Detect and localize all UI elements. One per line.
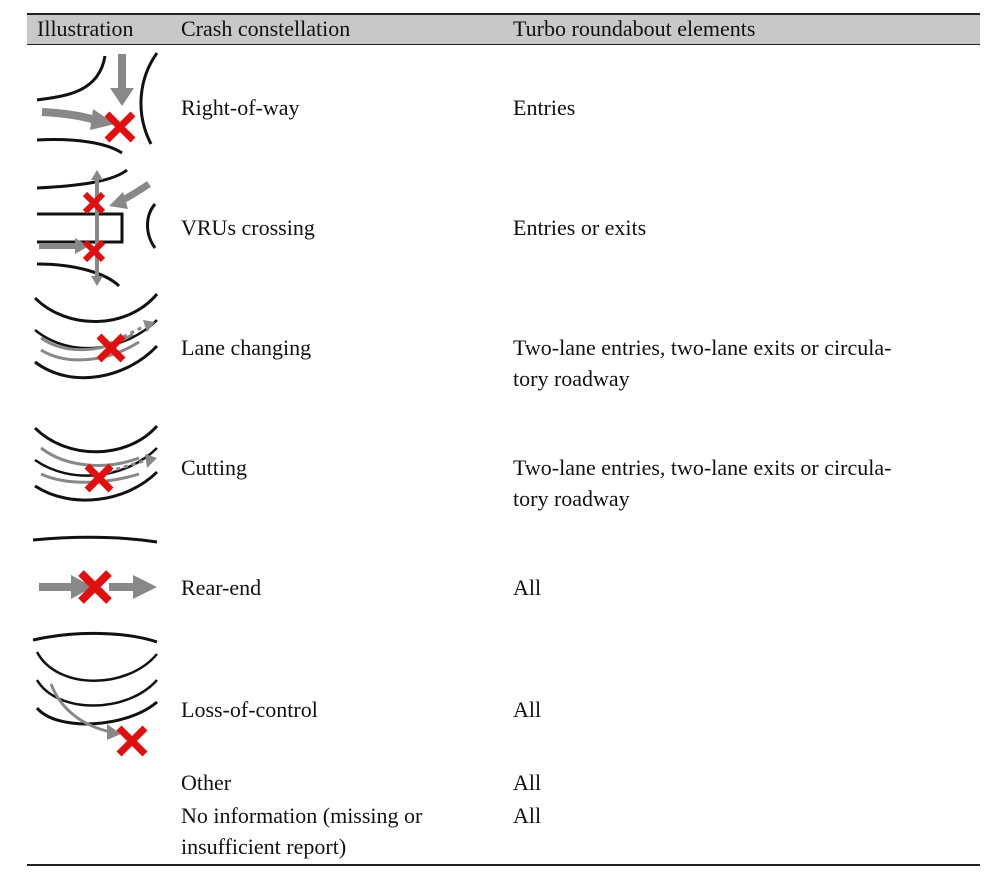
crash-constellation-right-of-way: Right-of-way xyxy=(181,95,300,120)
elements-cutting-line-2: tory roadway xyxy=(513,486,630,511)
elements-vrus-crossing: Entries or exits xyxy=(513,215,647,240)
header-turbo-roundabout-elements: Turbo roundabout elements xyxy=(513,16,756,41)
rear-end-diagram-icon xyxy=(27,530,165,610)
table-header-rule xyxy=(27,44,980,45)
crash-constellation-vrus-crossing: VRUs crossing xyxy=(181,215,315,240)
elements-cutting-line-1: Two-lane entries, two-lane exits or circ… xyxy=(513,455,892,480)
vrus-crossing-diagram-icon xyxy=(27,164,165,289)
crash-constellation-no-information-line-2: insufficient report) xyxy=(181,834,347,859)
header-illustration: Illustration xyxy=(37,16,134,41)
elements-other: All xyxy=(513,770,542,795)
loss-of-control-diagram-icon xyxy=(27,628,165,763)
crash-constellation-lane-changing: Lane changing xyxy=(181,335,312,360)
crash-constellation-rear-end: Rear-end xyxy=(181,575,262,600)
elements-no-information: All xyxy=(513,803,542,828)
elements-loss-of-control: All xyxy=(513,697,542,722)
elements-lane-changing-line-2: tory roadway xyxy=(513,366,630,391)
elements-rear-end: All xyxy=(513,575,542,600)
table-top-rule xyxy=(27,13,980,15)
table-header-band xyxy=(27,15,980,44)
right-of-way-diagram-icon xyxy=(27,48,165,158)
lane-changing-diagram-icon xyxy=(27,290,165,385)
crash-constellation-loss-of-control: Loss-of-control xyxy=(181,697,318,722)
header-crash-constellation: Crash constellation xyxy=(181,16,351,41)
cutting-diagram-icon xyxy=(27,424,165,504)
crash-constellation-cutting: Cutting xyxy=(181,455,248,480)
elements-right-of-way: Entries xyxy=(513,95,576,120)
crash-constellation-no-information-line-1: No information (missing or xyxy=(181,803,423,828)
table-bottom-rule xyxy=(27,864,980,866)
elements-lane-changing-line-1: Two-lane entries, two-lane exits or circ… xyxy=(513,335,892,360)
crash-constellation-other: Other xyxy=(181,770,232,795)
